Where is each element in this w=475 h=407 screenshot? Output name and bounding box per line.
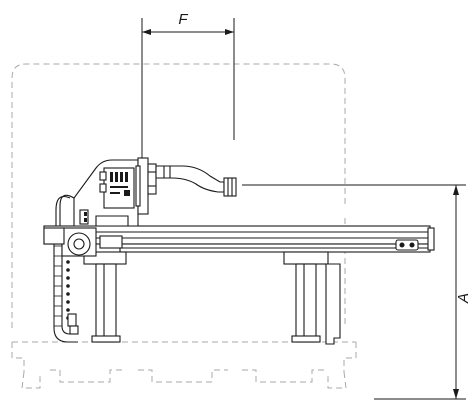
dimension-f-label: F <box>178 11 188 28</box>
dimension-a-arrow-top <box>453 185 459 195</box>
dimension-f-arrow-left <box>142 29 151 35</box>
dimension-a-arrow-bottom <box>453 389 459 399</box>
envelope-outline <box>11 63 357 389</box>
dimension-f <box>141 18 235 170</box>
head-flange <box>135 157 157 215</box>
rail-assembly <box>43 225 435 253</box>
machine <box>43 157 435 345</box>
extension-arm <box>155 165 237 197</box>
tool-flange <box>223 177 237 197</box>
robot-head <box>55 159 139 249</box>
dimension-f-arrow-right <box>225 29 234 35</box>
dimension-a-label: A <box>455 293 472 304</box>
cable-chain <box>53 236 79 343</box>
support-legs <box>83 251 341 345</box>
drive-pulley <box>43 227 97 257</box>
dimension-a <box>242 184 466 400</box>
rail-end-plate <box>395 239 419 251</box>
head-control-panel <box>110 172 130 196</box>
